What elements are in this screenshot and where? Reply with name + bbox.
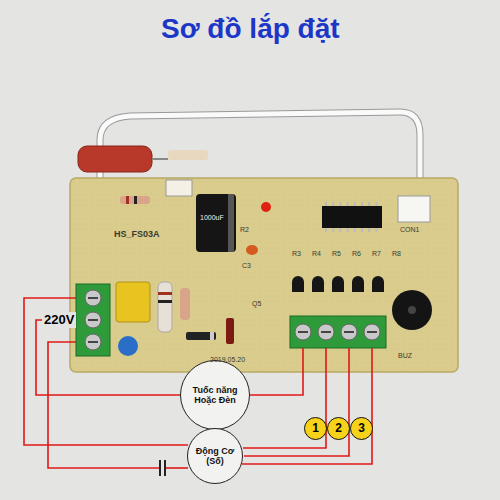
- ic-pin: [347, 202, 349, 206]
- ic-pin: [361, 202, 363, 206]
- ic-pin: [354, 202, 356, 206]
- terminal-screw: [318, 324, 334, 340]
- callout-number: 2: [327, 417, 350, 440]
- part-ref: R6: [352, 250, 361, 258]
- ic-pin: [368, 228, 370, 232]
- screw-slot: [367, 331, 377, 333]
- terminal-screw: [364, 324, 380, 340]
- ic-pin: [361, 228, 363, 232]
- connector-name: CON1: [400, 226, 419, 234]
- node-text: 3: [358, 422, 365, 436]
- node-text: 1: [312, 422, 319, 436]
- board-date: 2019.05.20: [210, 356, 245, 364]
- board-model: HS_FS03A: [114, 230, 160, 240]
- part-ref: R4: [312, 250, 321, 258]
- part-ref: R2: [240, 226, 249, 234]
- ic-pin: [325, 202, 327, 206]
- ic-pin: [368, 202, 370, 206]
- part-ref: R5: [332, 250, 341, 258]
- ic-pin: [354, 228, 356, 232]
- screw-slot: [344, 331, 354, 333]
- transistor: [292, 276, 304, 292]
- voltage-label: 220V: [42, 312, 76, 328]
- load-circle: Tuốc năng Hoặc Đèn: [180, 360, 250, 430]
- callout-number: 3: [350, 417, 373, 440]
- part-ref: R7: [372, 250, 381, 258]
- terminal-screw: [295, 324, 311, 340]
- terminal-screw: [341, 324, 357, 340]
- transistor: [332, 276, 344, 292]
- callout-number: 1: [304, 417, 327, 440]
- part-ref: Q5: [252, 300, 261, 308]
- ic-pin: [339, 202, 341, 206]
- part-ref: R3: [292, 250, 301, 258]
- screw-slot: [298, 331, 308, 333]
- transistor: [352, 276, 364, 292]
- buzzer-name: BUZ: [398, 352, 412, 360]
- ic-pin: [332, 202, 334, 206]
- transistor: [372, 276, 384, 292]
- part-ref: R8: [392, 250, 401, 258]
- title: Sơ đồ lắp đặt: [161, 14, 340, 45]
- capacitor-value: 1000uF: [200, 214, 224, 222]
- transistor: [312, 276, 324, 292]
- ic-pin: [347, 228, 349, 232]
- node-text: Tuốc năng Hoặc Đèn: [186, 385, 244, 406]
- ic-pin: [332, 228, 334, 232]
- part-ref: C3: [242, 262, 251, 270]
- motor-circle: Động Cơ (Số): [187, 428, 243, 484]
- ic-pin: [339, 228, 341, 232]
- screw-slot: [321, 331, 331, 333]
- ic-pin: [375, 202, 377, 206]
- node-text: Động Cơ (Số): [193, 446, 237, 467]
- ic-pin: [325, 228, 327, 232]
- ic-pin: [375, 228, 377, 232]
- node-text: 2: [335, 422, 342, 436]
